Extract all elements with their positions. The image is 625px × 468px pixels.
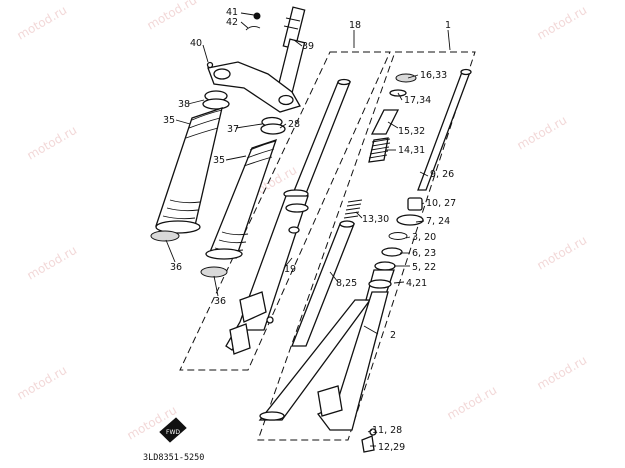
group-outlines <box>179 51 476 441</box>
callout-9-26: 9, 26 <box>430 169 454 180</box>
boot-right-ribs <box>214 140 277 252</box>
callout-28: 28 <box>288 119 300 130</box>
svg-text:FWD: FWD <box>166 429 180 436</box>
callout-19: 19 <box>284 264 296 275</box>
callout-16-33: 16,33 <box>420 70 447 81</box>
leader-lines <box>165 12 451 447</box>
callout-35b: 35 <box>213 155 225 166</box>
damper-tube <box>258 220 372 421</box>
svg-text:motod.ru: motod.ru <box>535 233 590 273</box>
callout-5-22: 5, 22 <box>412 262 436 273</box>
clamp-left <box>150 230 180 242</box>
svg-text:motod.ru: motod.ru <box>445 383 500 423</box>
bush-5-22 <box>374 261 396 271</box>
svg-text:motod.ru: motod.ru <box>515 113 570 153</box>
outline-fork-leg-right <box>257 51 476 441</box>
outline-fork-leg-left <box>179 51 391 371</box>
callout-12-29: 12,29 <box>378 442 405 453</box>
callout-11-28: 11, 28 <box>372 425 402 436</box>
callout-42: 42 <box>226 17 238 28</box>
callout-38: 38 <box>178 99 190 110</box>
under-bracket <box>207 61 301 113</box>
svg-text:motod.ru: motod.ru <box>15 363 70 403</box>
boot-upper-left <box>202 90 230 110</box>
callout-3-20: 3, 20 <box>412 232 436 243</box>
callout-6-23: 6, 23 <box>412 248 436 259</box>
svg-text:motod.ru: motod.ru <box>535 3 590 43</box>
fork-leg-right <box>316 68 472 453</box>
callout-14-31: 14,31 <box>398 145 425 156</box>
svg-text:motod.ru: motod.ru <box>25 123 80 163</box>
boot-upper-right <box>260 116 286 135</box>
svg-text:motod.ru: motod.ru <box>15 3 70 43</box>
callout-13-30: 13,30 <box>362 214 389 225</box>
callout-4-21: 4,21 <box>406 278 427 289</box>
clip-3-20 <box>388 232 408 240</box>
svg-text:motod.ru: motod.ru <box>25 243 80 283</box>
callout-2: 2 <box>390 330 396 341</box>
fwd-direction-badge: FWD <box>159 417 187 443</box>
callout-37: 37 <box>227 124 239 135</box>
drain-bolt-12-29 <box>361 435 375 453</box>
callout-17-34: 17,34 <box>404 95 431 106</box>
callout-18: 18 <box>349 20 361 31</box>
fork-boots <box>150 90 286 278</box>
collar-10-27 <box>407 197 423 211</box>
callout-41: 41 <box>226 7 238 18</box>
seal-7-24 <box>396 214 424 226</box>
fork-leg-left <box>225 78 351 355</box>
svg-text:motod.ru: motod.ru <box>535 353 590 393</box>
boot-left <box>155 107 223 231</box>
callout-35a: 35 <box>163 115 175 126</box>
diagram-code: 3LD8351-5250 <box>143 453 204 463</box>
outer-tube-right <box>258 299 372 421</box>
callout-7-24: 7, 24 <box>426 216 450 227</box>
callout-36b: 36 <box>214 296 226 307</box>
callout-36a: 36 <box>170 262 182 273</box>
boot-left-ribs <box>162 109 223 220</box>
washer-6-23 <box>381 247 403 257</box>
callout-15-32: 15,32 <box>398 126 425 137</box>
callout-labels: 41 42 39 40 18 1 38 35 37 28 35 36 36 19… <box>143 7 456 463</box>
callout-40: 40 <box>190 38 202 49</box>
callout-1: 1 <box>445 20 451 31</box>
spring-14-31 <box>368 137 391 163</box>
callout-8-25: 8,25 <box>336 278 357 289</box>
inner-tube-left <box>291 81 351 197</box>
callout-10-27: 10, 27 <box>426 198 456 209</box>
spacer-15-32 <box>370 109 400 135</box>
spring-13-30 <box>343 199 363 219</box>
svg-text:motod.ru: motod.ru <box>145 0 200 33</box>
clamp-right <box>200 266 228 278</box>
callout-39: 39 <box>302 41 314 52</box>
steering-stem <box>206 6 306 113</box>
